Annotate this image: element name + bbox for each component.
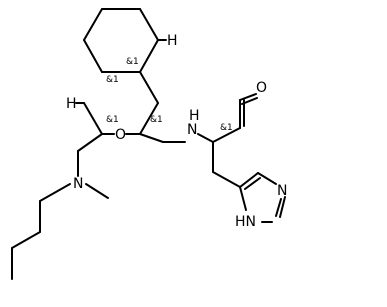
atom-label-n: N [277, 183, 287, 199]
bond [139, 133, 164, 143]
bond [85, 183, 109, 199]
bond [239, 186, 247, 211]
atom-label-hn: HN [235, 214, 256, 230]
bond [197, 133, 214, 143]
bond [11, 231, 41, 249]
atom-label-h: H [189, 108, 200, 124]
cyclohexane-ring [83, 8, 159, 73]
stereo-label: &1 [150, 115, 163, 125]
bond [39, 183, 71, 202]
bond [139, 8, 159, 41]
bond [239, 93, 257, 101]
bond [139, 102, 159, 135]
bond [139, 39, 159, 73]
stereo-label: &1 [220, 123, 233, 133]
bond [83, 8, 103, 41]
bond [279, 196, 286, 218]
stereo-label: &1 [126, 57, 139, 67]
bond [257, 172, 277, 185]
atom-label-h: H [66, 96, 77, 112]
atom-label-o: O [256, 80, 267, 96]
bond [77, 133, 103, 152]
imidazole-ring [239, 172, 286, 223]
stereo-label: &1 [106, 115, 119, 125]
bond [275, 198, 282, 217]
atom-label-h: H [167, 33, 178, 49]
bond [241, 97, 258, 105]
bond [83, 102, 103, 135]
atom-label-n: N [73, 176, 83, 192]
atom-label-n: N [187, 122, 197, 138]
bond [139, 71, 159, 104]
bond [83, 39, 103, 73]
stereo-label: &1 [106, 75, 119, 85]
atom-label-o: O [115, 127, 126, 143]
bond [244, 177, 261, 190]
pyran-ring [83, 71, 159, 135]
bond [212, 171, 241, 188]
bond [212, 127, 241, 143]
bond [239, 172, 259, 188]
